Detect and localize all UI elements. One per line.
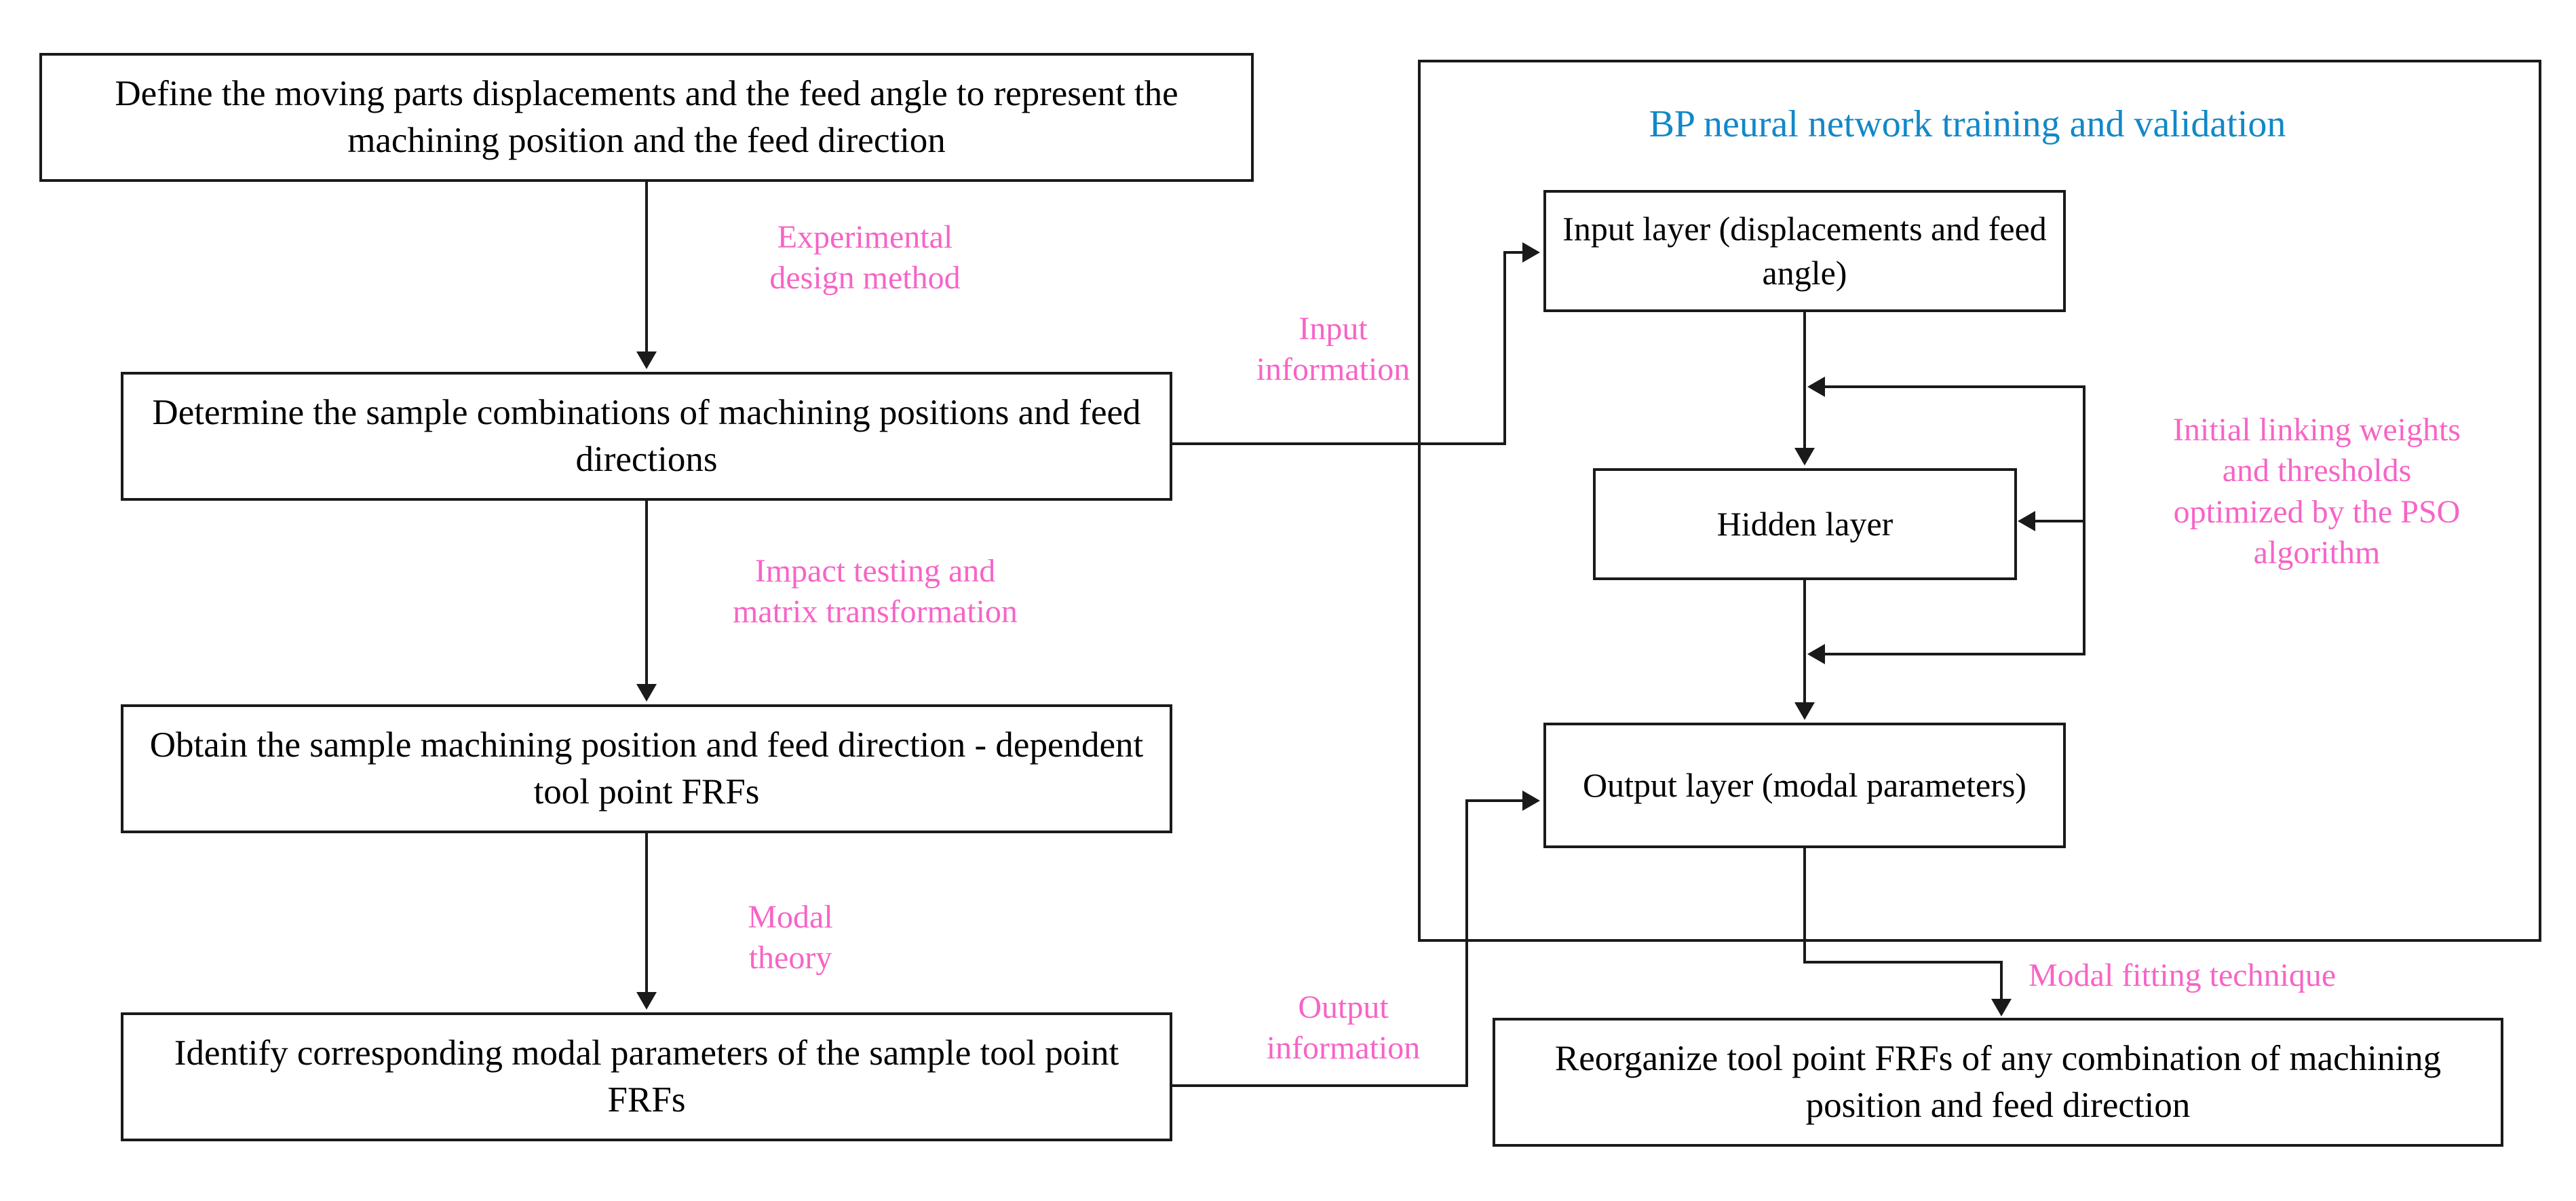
connector-determine-to-obtain [645, 501, 648, 685]
arrowhead-pso-feedback-top [1807, 377, 1825, 397]
edge-label-modal-theory: Modal theory [748, 899, 833, 976]
nn-box-hidden-layer: Hidden layer [1593, 468, 2017, 580]
connector-output-to-reorganize-h [1803, 961, 2003, 964]
connector-define-to-determine [645, 182, 648, 353]
bridge-input-segment-h1 [1172, 442, 1506, 445]
arrowhead-pso-feedback-bottom [1807, 644, 1825, 664]
connector-input-to-hidden [1803, 312, 1806, 449]
bridge-output-segment-h2 [1465, 799, 1525, 802]
bridge-input-segment-v [1503, 251, 1506, 445]
process-box-define-label: Define the moving parts displacements an… [115, 74, 1178, 160]
nn-box-hidden-layer-label: Hidden layer [1716, 505, 1893, 543]
process-box-define: Define the moving parts displacements an… [39, 53, 1254, 182]
arrowhead-pso-feedback-middle [2018, 511, 2035, 531]
edge-label-impact-testing: Impact testing and matrix transformation [733, 553, 1018, 630]
pso-feedback-branch-middle [2035, 520, 2085, 522]
connector-hidden-to-output [1803, 580, 1806, 704]
bridge-output-segment-h1 [1172, 1084, 1468, 1087]
bridge-label-input-information: Input information [1256, 311, 1410, 388]
pso-feedback-branch-top [1825, 385, 2085, 388]
arrowhead-define-to-determine [636, 351, 657, 369]
connector-output-to-reorganize-v2 [2000, 961, 2003, 1002]
process-box-obtain: Obtain the sample machining position and… [121, 704, 1172, 833]
arrowhead-output-to-reorganize [1991, 999, 2012, 1016]
process-box-determine-label: Determine the sample combinations of mac… [152, 393, 1141, 479]
bp-neural-network-container [1418, 60, 2541, 942]
process-box-determine: Determine the sample combinations of mac… [121, 372, 1172, 501]
arrowhead-hidden-to-output [1794, 702, 1815, 720]
connector-output-to-reorganize-v1 [1803, 848, 1806, 964]
side-label-pso-weights: Initial linking weights and thresholds o… [2173, 412, 2461, 571]
bridge-output-segment-v [1465, 799, 1468, 1087]
nn-box-output-layer-label: Output layer (modal parameters) [1583, 766, 2026, 804]
arrowhead-obtain-to-identify [636, 992, 657, 1010]
process-box-identify: Identify corresponding modal parameters … [121, 1012, 1172, 1141]
bridge-input-segment-h2 [1503, 251, 1525, 254]
edge-label-experimental-design-method: Experimental design method [769, 219, 961, 297]
nn-box-input-layer-label: Input layer (displacements and feed angl… [1562, 210, 2047, 292]
arrowhead-input-to-hidden [1794, 448, 1815, 465]
bridge-label-output-information: Output information [1266, 989, 1421, 1067]
edge-label-modal-fitting-technique: Modal fitting technique [2029, 957, 2337, 993]
nn-box-output-layer: Output layer (modal parameters) [1543, 723, 2066, 848]
arrowhead-determine-to-obtain [636, 684, 657, 702]
pso-feedback-branch-bottom [1825, 653, 2085, 655]
arrowhead-bridge-output [1522, 790, 1540, 811]
nn-box-input-layer: Input layer (displacements and feed angl… [1543, 190, 2066, 312]
process-box-reorganize-label: Reorganize tool point FRFs of any combin… [1554, 1039, 2442, 1125]
process-box-identify-label: Identify corresponding modal parameters … [174, 1033, 1119, 1120]
process-box-obtain-label: Obtain the sample machining position and… [149, 725, 1144, 812]
arrowhead-bridge-input [1522, 242, 1540, 263]
process-box-reorganize: Reorganize tool point FRFs of any combin… [1493, 1018, 2503, 1147]
connector-obtain-to-identify [645, 833, 648, 993]
bp-panel-title: BP neural network training and validatio… [1649, 103, 2286, 145]
